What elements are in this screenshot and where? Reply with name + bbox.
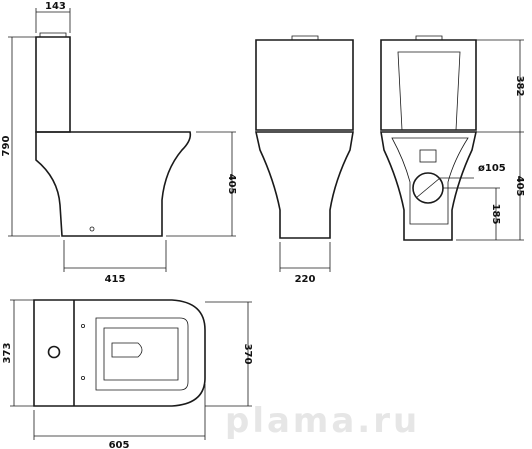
- front-view-bowl: [255, 131, 354, 239]
- dim-seat-height: 405: [226, 174, 237, 195]
- watermark: plama.ru: [225, 401, 420, 441]
- dim-front-width-base: 220: [295, 274, 316, 285]
- plan-view-outline: [33, 299, 206, 407]
- rear-view-tank: [380, 39, 477, 131]
- side-view-bowl: [35, 131, 192, 237]
- dim-outlet-diameter: ø105: [478, 163, 506, 174]
- dim-tank-height: 382: [514, 76, 525, 97]
- dim-base-depth-side: 415: [105, 274, 126, 285]
- plan-view: [33, 299, 206, 407]
- side-view-tank: [35, 36, 71, 133]
- dim-outlet-center-height: 185: [490, 204, 501, 225]
- dim-tank-width-side: 143: [45, 1, 66, 12]
- dim-plan-bowl-width: 370: [242, 344, 253, 365]
- dim-total-height: 790: [1, 136, 12, 157]
- front-view-tank: [255, 39, 354, 131]
- rear-view-bowl: [380, 131, 477, 241]
- side-view: [35, 32, 192, 237]
- dim-rear-outlet-height: 405: [514, 176, 525, 197]
- rear-view: [380, 35, 477, 241]
- front-view: [255, 35, 354, 239]
- dimension-lines: [8, 8, 524, 440]
- dim-plan-length: 605: [109, 440, 130, 449]
- dim-plan-tank-depth: 373: [2, 343, 13, 364]
